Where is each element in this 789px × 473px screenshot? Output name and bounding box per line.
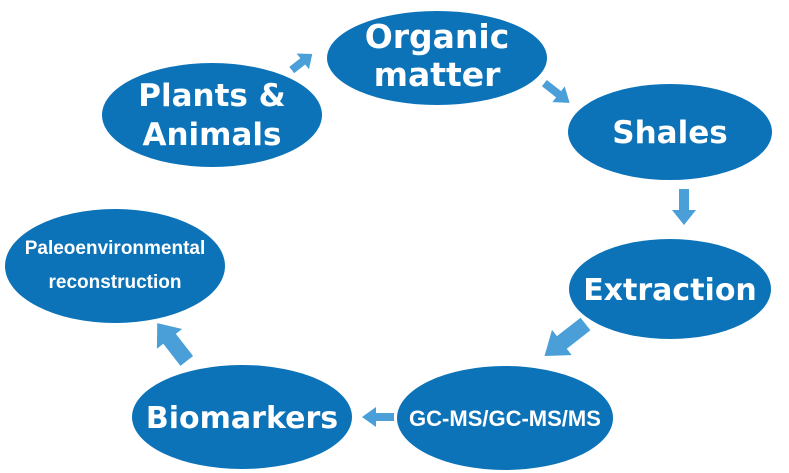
node-organic-matter-line2: matter [374,55,502,94]
node-organic-matter-line1: Organic [365,17,510,56]
arrow-down-right-icon [541,79,570,103]
arrow-left-icon [362,407,394,427]
node-biomarkers: Biomarkers [132,365,352,469]
arrow-down-icon [672,189,696,225]
node-biomarkers-ellipse [132,365,352,469]
node-plants-animals-ellipse [102,63,322,167]
node-organic-matter: Organic matter [327,11,547,105]
node-plants-animals-line1: Plants & [138,78,285,114]
node-paleo-reconstruction-ellipse [5,209,225,323]
arrow-up-right-icon [289,53,313,74]
arrow-up-left-icon [156,323,194,366]
node-gcms-label: GC-MS/GC-MS/MS [409,406,601,431]
node-paleo-reconstruction-line2: reconstruction [48,272,181,293]
node-extraction-ellipse [569,239,771,339]
node-plants-animals-line2: Animals [143,117,282,153]
node-shales-ellipse [568,84,772,180]
arrow-down-left-icon [544,317,591,357]
node-organic-matter-ellipse [327,11,547,105]
node-shales: Shales [568,84,772,180]
node-extraction: Extraction [569,239,771,339]
node-gcms-ellipse [397,366,613,470]
node-extraction-label: Extraction [583,273,757,308]
node-paleo-reconstruction: Paleoenvironmental reconstruction [5,209,225,323]
node-biomarkers-label: Biomarkers [146,401,338,436]
node-gcms: GC-MS/GC-MS/MS [397,366,613,470]
node-paleo-reconstruction-line1: Paleoenvironmental [25,238,206,259]
node-plants-animals: Plants & Animals [102,63,322,167]
node-shales-label: Shales [612,115,727,151]
